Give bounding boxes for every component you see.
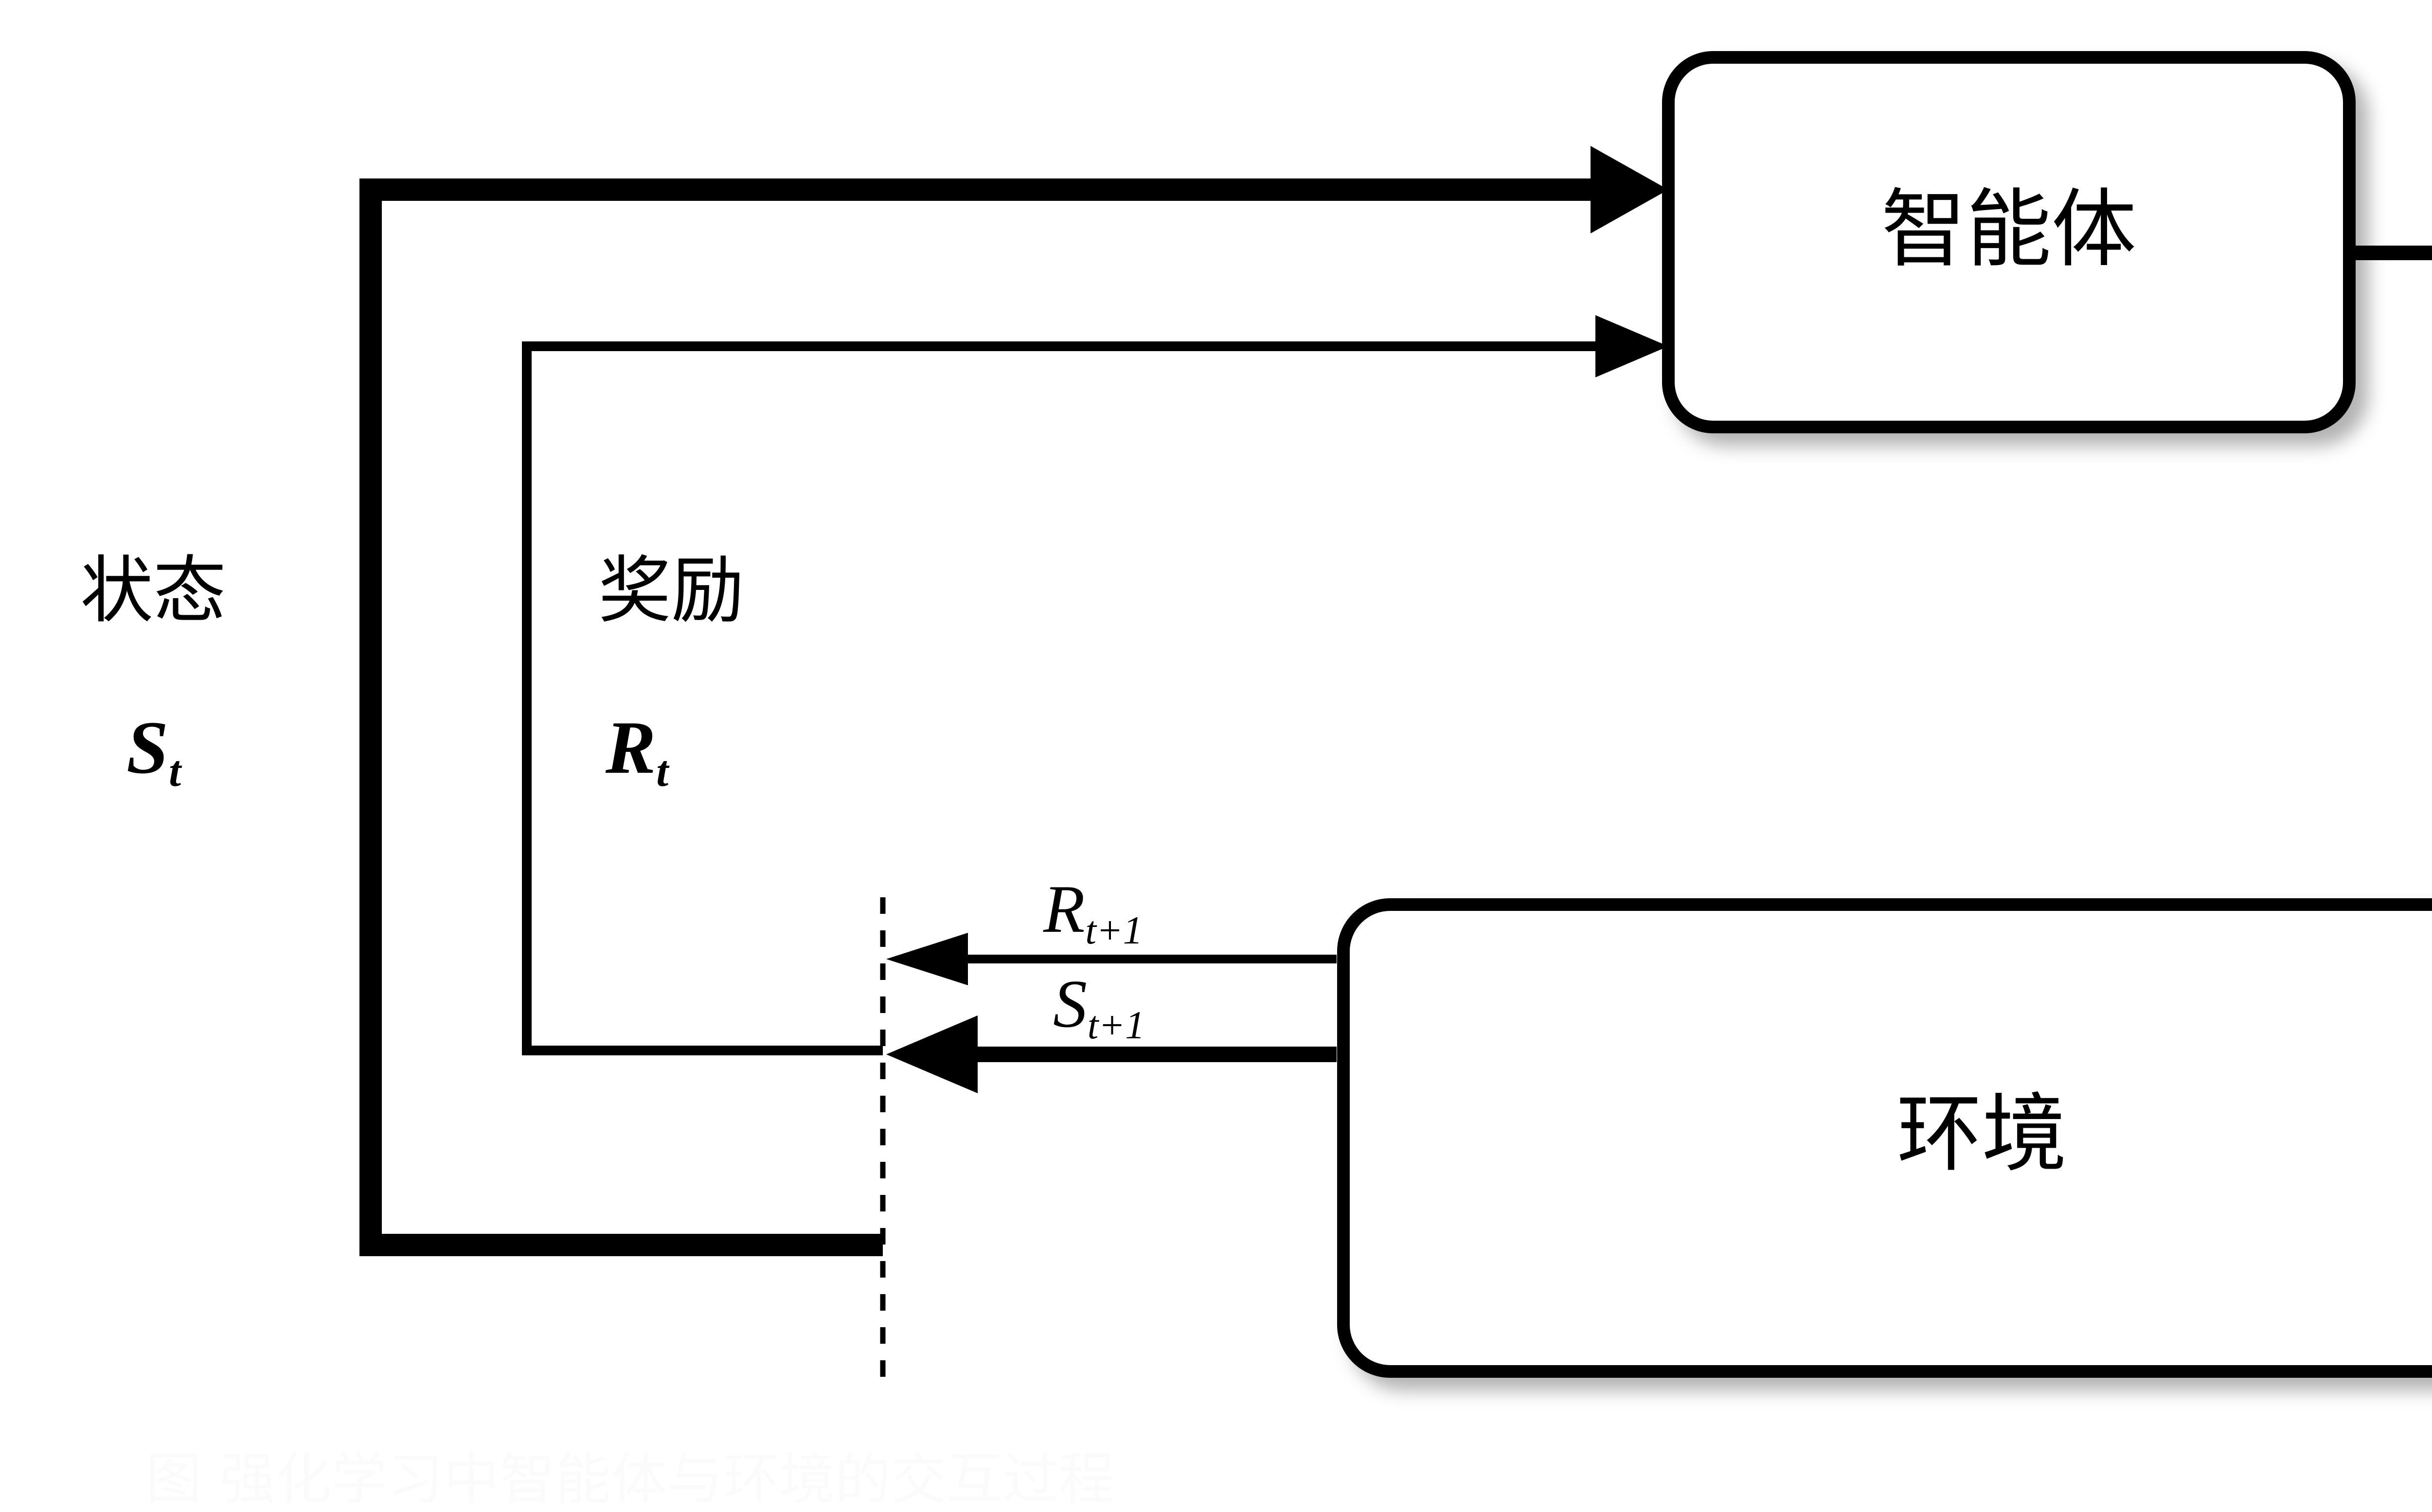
reward-next-base: R [1043, 872, 1085, 947]
state-label-cn: 状态 [80, 549, 227, 633]
environment-node-label: 环境 [1896, 1085, 2067, 1184]
state-feedback-path [359, 146, 1668, 1256]
environment-box [1337, 898, 2432, 1378]
reward-symbol-base: R [606, 706, 656, 789]
reward-next-sub: t+1 [1085, 908, 1143, 953]
agent-box [1662, 51, 2356, 433]
reward-next-arrow [886, 933, 1337, 985]
state-symbol-label: St [126, 710, 181, 794]
state-symbol-sub: t [169, 747, 181, 796]
state-next-symbol-label: St+1 [1053, 970, 1145, 1045]
state-next-base: S [1053, 966, 1087, 1042]
reward-next-symbol-label: Rt+1 [1043, 875, 1143, 950]
figure-caption: 图 强化学习中智能体与环境的交互过程 [146, 1447, 1115, 1512]
reward-label-cn: 奖励 [598, 549, 745, 633]
state-next-arrow [886, 1015, 1337, 1093]
state-symbol-base: S [126, 706, 169, 789]
reward-symbol-sub: t [656, 747, 669, 796]
agent-node-label: 智能体 [1881, 180, 2137, 279]
state-next-sub: t+1 [1087, 1003, 1145, 1048]
reward-symbol-label: Rt [606, 710, 668, 794]
reward-feedback-path [522, 315, 1668, 1055]
